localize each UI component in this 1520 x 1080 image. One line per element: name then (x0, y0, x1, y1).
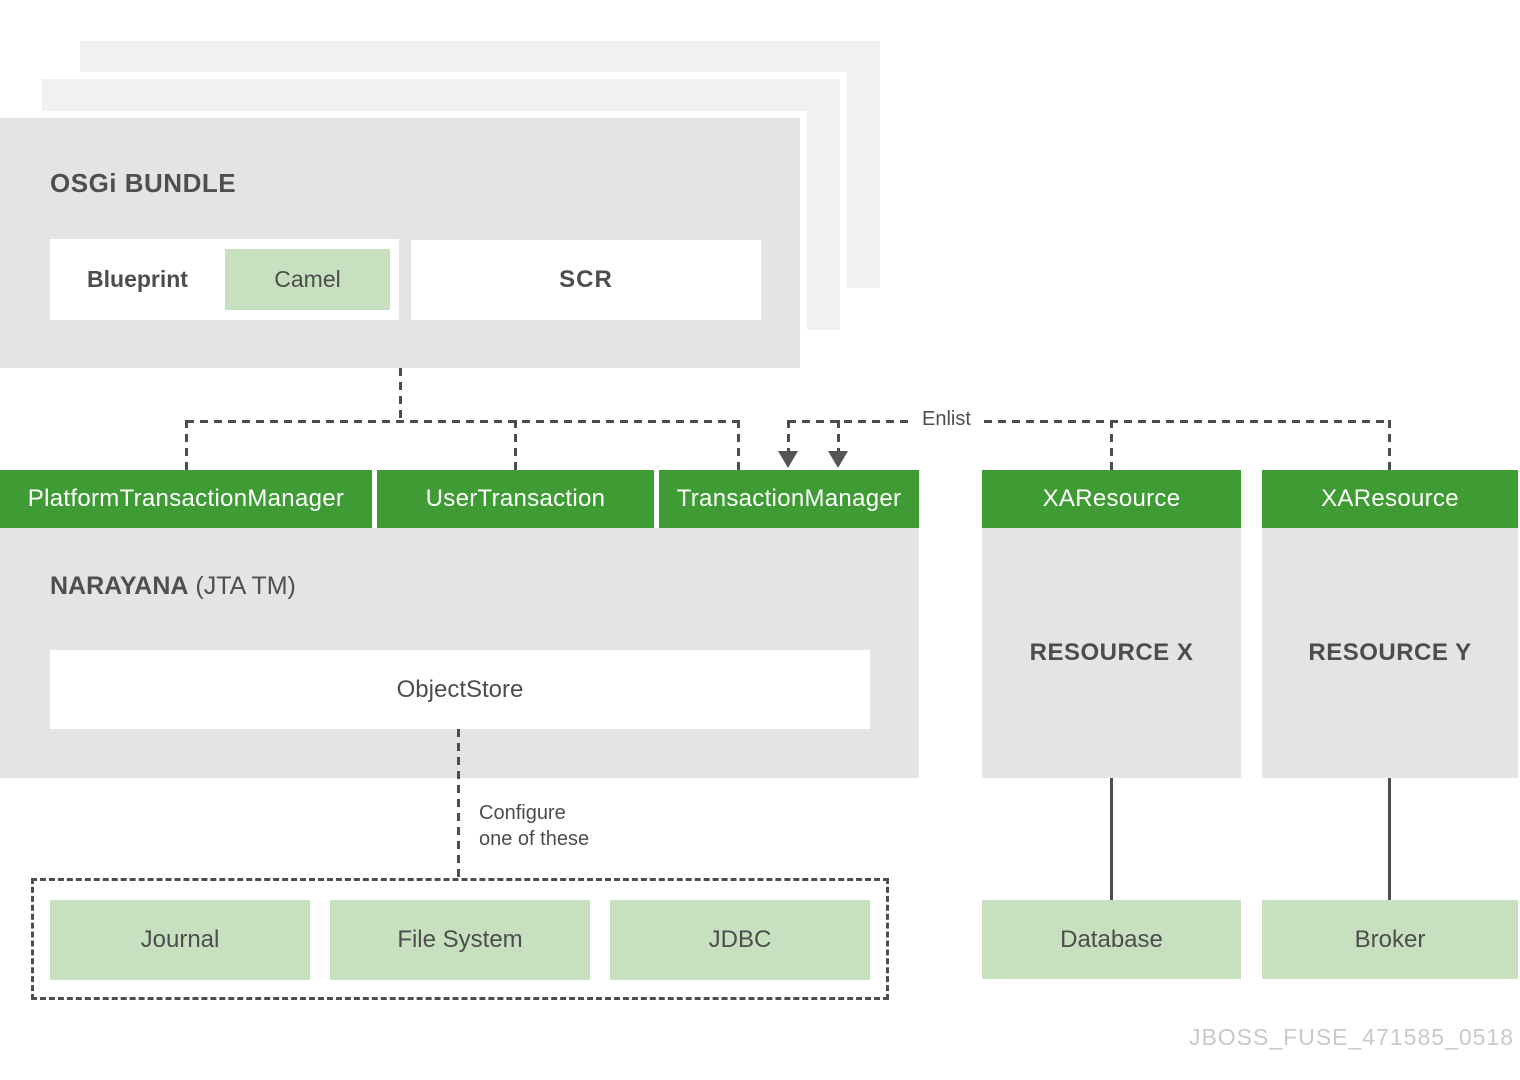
database-box: Database (982, 900, 1241, 979)
database-connector-line (1110, 778, 1113, 900)
resource-x-label: RESOURCE X (1029, 639, 1194, 666)
user-transaction-bar: UserTransaction (377, 470, 654, 528)
configure-label-line2: one of these (479, 828, 590, 850)
journal-box: Journal (50, 900, 310, 980)
enlist-arrow-line-2 (837, 420, 840, 452)
platform-drop-line (185, 420, 188, 470)
objectstore-box: ObjectStore (50, 650, 870, 729)
file-system-box: File System (330, 900, 590, 980)
camel-box: Camel (225, 249, 390, 310)
narayana-title: NARAYANA (JTA TM) (50, 572, 296, 601)
arrow-down-icon (828, 451, 848, 468)
narayana-title-rest: (JTA TM) (188, 572, 296, 600)
osgi-bundle-title: OSGi BUNDLE (50, 168, 237, 198)
platform-transaction-manager-bar: PlatformTransactionManager (0, 470, 372, 528)
enlist-label: Enlist (914, 408, 979, 431)
blueprint-box: Blueprint Camel (50, 239, 399, 320)
configure-label-line1: Configure (479, 802, 566, 824)
usertransaction-drop-line (514, 420, 517, 470)
bundle-connector-line (399, 368, 402, 420)
arrow-down-icon (778, 451, 798, 468)
transaction-manager-bar: TransactionManager (659, 470, 919, 528)
configure-label: Configure one of these (479, 800, 589, 852)
enlist-line (788, 420, 1391, 423)
xaresource2-drop-line (1388, 420, 1391, 470)
osgi-bundle-box: OSGi BUNDLE Blueprint Camel SCR (0, 111, 807, 375)
watermark-text: JBOSS_FUSE_471585_0518 (1188, 1024, 1514, 1050)
jdbc-box: JDBC (610, 900, 870, 980)
store-options-container: Journal File System JDBC (31, 878, 889, 1000)
broker-connector-line (1388, 778, 1391, 900)
xa-resource-bar-2: XAResource (1262, 470, 1518, 528)
resource-y-label: RESOURCE Y (1308, 639, 1472, 666)
blueprint-label: Blueprint (87, 266, 188, 292)
resource-y-box: RESOURCE Y (1262, 528, 1518, 778)
resource-x-box: RESOURCE X (982, 528, 1241, 778)
xa-resource-bar-1: XAResource (982, 470, 1241, 528)
narayana-title-bold: NARAYANA (50, 572, 189, 600)
xaresource1-drop-line (1110, 420, 1113, 470)
objectstore-connector-line (457, 729, 460, 878)
enlist-arrow-line-1 (787, 420, 790, 452)
tx-branch-line (186, 420, 738, 423)
scr-box: SCR (411, 240, 761, 320)
broker-box: Broker (1262, 900, 1518, 979)
transactionmanager-drop-line (737, 420, 740, 470)
